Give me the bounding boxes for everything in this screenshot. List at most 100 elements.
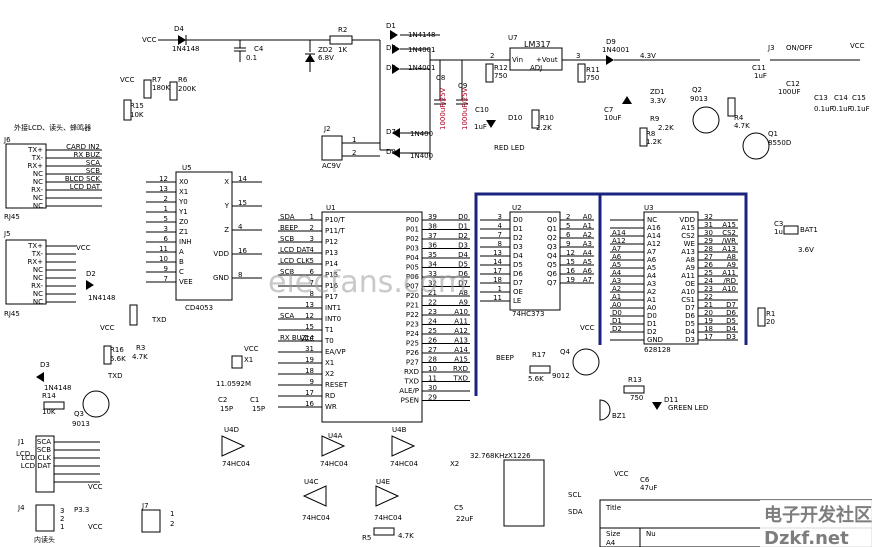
c14-value: 0.1uF: [832, 105, 852, 113]
u3-pin-name: D4: [685, 328, 695, 336]
resistor-r15: [123, 99, 132, 121]
c5-ref: C5: [454, 504, 463, 512]
watermark-bg: [760, 500, 872, 547]
x2-value: 32.768KHz: [470, 452, 508, 460]
transistor-q3: [82, 390, 110, 418]
u3-net-label: D0: [612, 309, 622, 317]
u3-pin-number: 25: [704, 269, 713, 277]
u2-pin-name: D5: [513, 261, 523, 269]
u2-net-label: A1: [583, 222, 592, 230]
u1-pin-name: EA/VP: [325, 348, 346, 356]
u1-net-label: LCD CLK: [280, 257, 310, 265]
r11-ref: R11: [586, 66, 600, 74]
c4-ref: C4: [254, 45, 264, 53]
u2-pin-name: Q1: [547, 225, 557, 233]
u2-pin-name: D4: [513, 252, 523, 260]
u3-net-label: D3: [726, 333, 736, 341]
u3-pin-number: 28: [704, 245, 713, 253]
u1-net-label: A10: [454, 308, 468, 316]
j7-pin2: 2: [170, 520, 174, 528]
net-sda: SDA: [568, 508, 583, 516]
d3-value: 1N4148: [44, 384, 72, 392]
u5-body: [175, 171, 233, 301]
j6-net-label: LCD DAT: [70, 183, 101, 191]
r12-ref: R12: [494, 64, 508, 72]
u1-pin-number: 38: [428, 223, 437, 231]
u1-pin-name: RESET: [325, 381, 348, 389]
r2-ref: R2: [338, 26, 347, 34]
d10-value: RED LED: [494, 144, 525, 152]
resistor-r16: [103, 345, 112, 365]
vcc-label-j5: VCC: [76, 244, 91, 252]
u3-pin-number: 18: [704, 325, 713, 333]
c2-value: 15P: [220, 405, 233, 413]
watermark-elecfans: elecfans.com: [268, 265, 467, 300]
u1-pin-number: 24: [428, 318, 437, 326]
u1-pin-name: P10/T: [325, 216, 345, 224]
diode-d2: [86, 280, 94, 290]
x2-ref: X2: [450, 460, 459, 468]
j2-pin1: 1: [352, 136, 356, 144]
u1-net-label: A9: [459, 299, 468, 307]
u3-net-label: D1: [612, 317, 622, 325]
u5-pin-name: Z0: [179, 218, 188, 226]
u3-net-label: A3: [612, 277, 621, 285]
u1-pin-name: RD: [325, 392, 335, 400]
u1-pin-name: P27: [406, 359, 419, 367]
u3-pin-number: 30: [704, 229, 713, 237]
u1-net-label: A13: [454, 337, 468, 345]
u1-pin-number: 1: [310, 213, 314, 221]
resistor-r10: [531, 109, 540, 129]
connector-j7: [141, 509, 161, 533]
u1-pin-name: P07: [406, 283, 419, 291]
u3-pin-name: NC: [647, 216, 657, 224]
r9-ref: R9: [650, 115, 659, 123]
u3-pin-name: A6: [647, 256, 657, 264]
j6-pin-name: NC: [33, 194, 43, 202]
net-txd-left: TXD: [107, 372, 122, 380]
d4-ref: D4: [174, 25, 184, 33]
c11-value: 1uF: [754, 72, 767, 80]
j6-net-label: RX BUZ: [74, 151, 101, 159]
rtc-x1226: [503, 459, 545, 527]
u1-pin-number: 32: [428, 280, 437, 288]
c12-ref: C12: [786, 80, 800, 88]
j4-pin3: 3: [60, 507, 64, 515]
q2-ref: Q2: [692, 86, 702, 94]
u3-pin-number: 20: [704, 309, 713, 317]
u2-net-label: A3: [583, 240, 592, 248]
u3-pin-name: D2: [647, 328, 657, 336]
u1-net-label: RXD: [453, 365, 468, 373]
c8-ref: C8: [436, 74, 445, 82]
c3-ref: C3: [774, 220, 783, 228]
j5-type: RJ45: [4, 310, 20, 318]
u2-pin-number: 9: [566, 240, 570, 248]
c7-value: 10uF: [604, 114, 621, 122]
power-section: VCC D4 1N4148 C4 0.1 R2 1K ZD2 6.8V D1 1…: [142, 22, 870, 170]
u1-pin-name: T0: [324, 337, 334, 345]
u3-pin-name: A11: [681, 272, 695, 280]
j5-pin-name: NC: [33, 274, 43, 282]
u5-pin-number: 7: [164, 275, 168, 283]
resistor-r12: [485, 63, 494, 83]
u1-net-label: D0: [458, 213, 468, 221]
u5-part: CD4053: [185, 304, 213, 312]
u4c-part: 74HC04: [302, 514, 331, 522]
d6-value: 1N4001: [408, 64, 436, 72]
u1-pin-number: 8: [310, 290, 314, 298]
u1-pin-name: X1: [325, 359, 334, 367]
diode-d5: [392, 44, 400, 54]
j5-pin-name: NC: [33, 290, 43, 298]
u1-pin-number: 4: [310, 246, 315, 254]
u2-net-label: A0: [583, 213, 592, 221]
c11-ref: C11: [752, 64, 766, 72]
q2-value: 9013: [690, 95, 708, 103]
u1-pin-number: 9: [310, 378, 314, 386]
x1-value: 11.0592M: [216, 380, 251, 388]
d5-value: 1N4001: [408, 46, 436, 54]
u3-net-label: D2: [612, 325, 622, 333]
u3-pin-name: D5: [685, 320, 695, 328]
